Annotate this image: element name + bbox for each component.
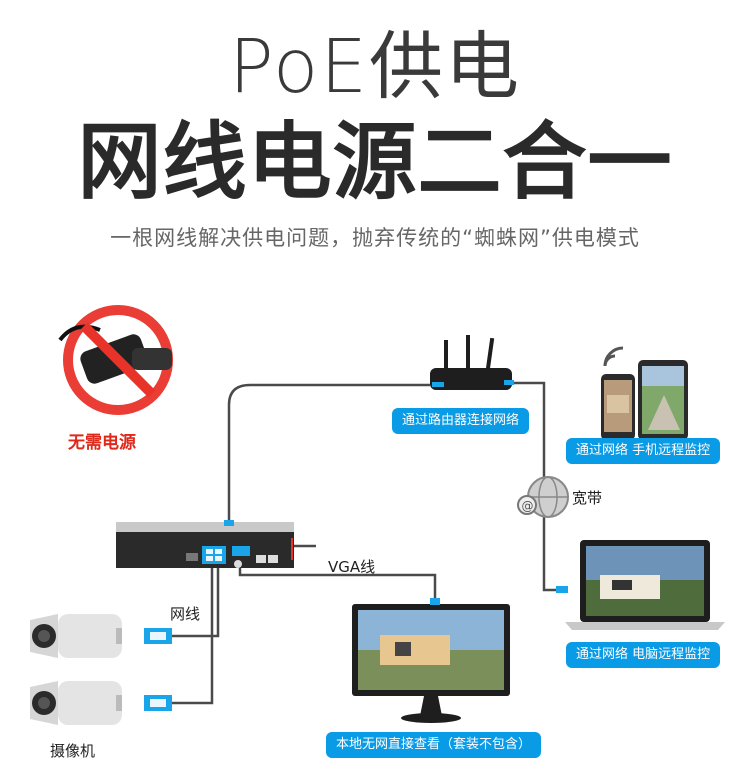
- tablet-icon: [638, 360, 688, 440]
- router-icon: [430, 335, 514, 390]
- bullet-camera-icon: [30, 614, 172, 658]
- title-main: 网线电源二合一: [77, 113, 673, 211]
- no-power-adapter-icon: [58, 305, 173, 415]
- bullet-camera-icon: [30, 681, 172, 725]
- subtitle: 一根网线解决供电问题，抛弃传统的“蜘蛛网”供电模式: [110, 226, 640, 250]
- router-caption: 通过路由器连接网络: [392, 408, 530, 434]
- nvr-icon: [116, 520, 294, 568]
- phone-caption: 通过网络 手机远程监控: [566, 438, 721, 464]
- title-poe: PoE供电: [228, 24, 522, 110]
- cable-nvr-router: [227, 383, 430, 522]
- wifi-icon: [603, 346, 624, 367]
- laptop-icon: [556, 540, 725, 630]
- vga-label: VGA线: [328, 558, 376, 576]
- svg-text:@: @: [522, 499, 534, 513]
- broadband-label: 宽带: [572, 489, 603, 507]
- cable-lines: [170, 381, 556, 705]
- network-cable-label: 网线: [170, 605, 201, 623]
- pc-caption: 通过网络 电脑远程监控: [566, 642, 721, 668]
- no-power-label: 无需电源: [68, 433, 136, 453]
- camera-label: 摄像机: [50, 742, 96, 760]
- phone-icon: [601, 374, 635, 440]
- internet-globe-icon: @: [517, 476, 569, 518]
- cable-nvr-camera2: [170, 565, 214, 705]
- monitor-icon: [352, 598, 510, 723]
- cable-vga-monitor: [238, 565, 437, 600]
- monitor-caption: 本地无网直接查看（套装不包含）: [326, 732, 542, 758]
- cable-nvr-camera1: [170, 565, 220, 638]
